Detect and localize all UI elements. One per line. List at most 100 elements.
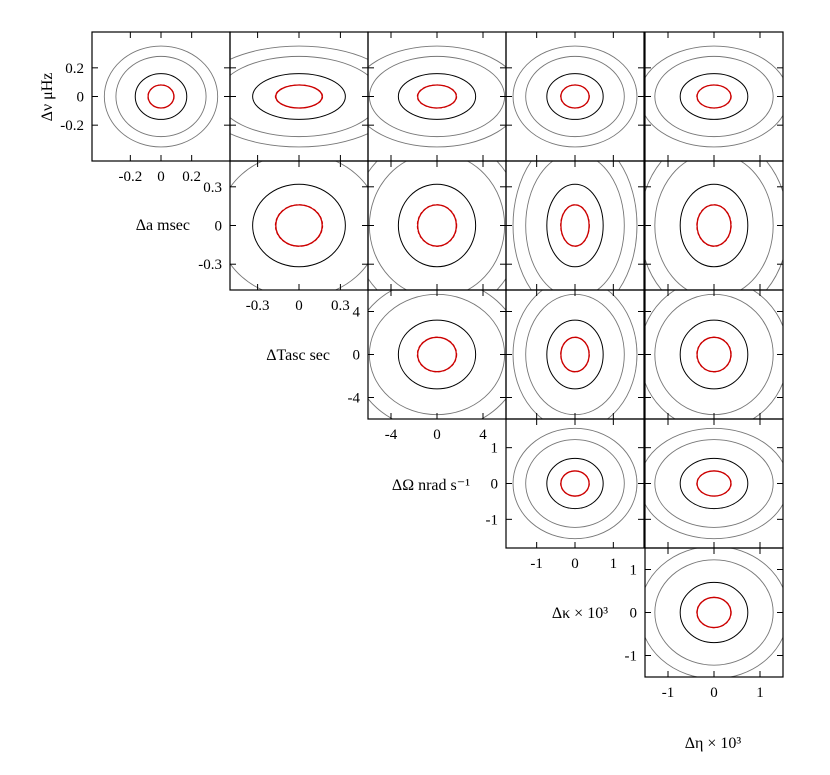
panel-frame	[644, 418, 784, 549]
y-tick-label: 0	[630, 606, 638, 622]
panel-frame	[505, 418, 645, 549]
inner-contour-dashed	[696, 596, 732, 629]
mid-contour	[252, 73, 346, 120]
panel-r0-c1	[229, 31, 369, 162]
outer-contour	[368, 161, 506, 290]
panel-frame	[644, 547, 784, 678]
x-tick-label: 0	[295, 298, 303, 314]
outer-contour	[103, 45, 219, 148]
panel-r0-c4	[644, 31, 784, 162]
x-tick-label: 0.3	[331, 298, 350, 314]
inner-contour-dashed	[696, 470, 732, 497]
panel-frame	[91, 31, 231, 162]
panel-frame	[229, 160, 369, 291]
outer-contour	[230, 55, 368, 138]
x-tick-label: -1	[530, 556, 543, 572]
y-tick-label: 4	[353, 305, 361, 321]
label-dkappa: Δκ × 10³	[552, 605, 608, 622]
inner-contour-dashed	[416, 84, 458, 109]
x-tick-label: 0	[710, 685, 718, 701]
outer-contour	[645, 548, 783, 677]
mid-contour	[134, 73, 188, 120]
outer-contour	[654, 439, 774, 528]
panel-frame	[644, 289, 784, 420]
outer-contour	[525, 439, 625, 528]
outer-contour	[512, 45, 638, 148]
contours	[645, 161, 783, 290]
x-tick-label: 0	[157, 169, 165, 185]
panel-frame	[644, 31, 784, 162]
mid-contour	[546, 319, 604, 390]
outer-contour	[654, 55, 774, 138]
outer-contour	[368, 45, 506, 148]
outer-contour	[654, 559, 774, 666]
mid-contour	[679, 73, 749, 120]
outer-contour	[525, 161, 625, 290]
y-tick-label: -1	[625, 649, 638, 665]
panel-r1-c4	[644, 160, 784, 291]
mid-contour	[397, 183, 477, 268]
panel-frame	[505, 160, 645, 291]
y-tick-label: 0	[77, 90, 85, 106]
xlabel-deta: Δη × 10³	[685, 735, 742, 752]
y-tick-label: 0.3	[203, 180, 222, 196]
inner-contour-dashed	[696, 204, 732, 247]
mid-contour	[679, 581, 749, 644]
contours	[103, 45, 219, 148]
contours	[230, 161, 368, 290]
panel-r0-c3	[505, 31, 645, 162]
panel-r2-c4	[644, 289, 784, 420]
inner-contour-dashed	[696, 336, 732, 373]
outer-contour	[230, 161, 368, 290]
x-tick-label: -4	[385, 427, 398, 443]
contours	[368, 290, 506, 419]
label-da: Δa msec	[136, 217, 190, 234]
inner-contour-dashed	[696, 84, 732, 109]
x-tick-label: -1	[662, 685, 675, 701]
outer-contour	[654, 293, 774, 416]
outer-contour	[645, 427, 783, 540]
ylabel-dnu: Δν μHz	[39, 73, 56, 122]
mid-contour	[546, 73, 604, 120]
panel-frame	[505, 289, 645, 420]
outer-contour	[230, 45, 368, 148]
outer-contour	[512, 161, 638, 290]
inner-contour-solid	[417, 84, 457, 109]
contours	[645, 290, 783, 419]
panel-frame	[505, 31, 645, 162]
panel-frame	[367, 160, 507, 291]
panel-frame	[644, 160, 784, 291]
contours	[645, 548, 783, 677]
y-tick-label: 0	[215, 219, 223, 235]
mid-contour	[679, 183, 749, 268]
outer-contour	[115, 55, 207, 138]
mid-contour	[252, 183, 346, 268]
inner-contour-dashed	[560, 204, 590, 247]
y-tick-label: 1	[630, 563, 638, 579]
x-tick-label: 0.2	[182, 169, 201, 185]
x-tick-label: -0.3	[246, 298, 270, 314]
outer-contour	[645, 45, 783, 148]
contours	[645, 427, 783, 540]
panel-r2-c3	[505, 289, 645, 420]
y-tick-label: 0	[353, 348, 361, 364]
outer-contour	[654, 161, 774, 290]
axis-labels: Δν μHz Δa msec ΔTasc sec ΔΩ nrad s⁻¹ Δκ …	[39, 73, 741, 752]
mid-contour	[546, 457, 604, 510]
inner-contour-solid	[275, 204, 323, 247]
outer-contour	[525, 293, 625, 416]
mid-contour	[679, 457, 749, 510]
inner-contour-dashed	[274, 84, 324, 109]
inner-contour-dashed	[560, 84, 590, 109]
y-tick-label: 1	[491, 441, 499, 457]
outer-contour	[368, 290, 506, 419]
x-tick-label: -0.2	[118, 169, 142, 185]
panel-frame	[367, 289, 507, 420]
panel-r1-c2	[367, 160, 507, 291]
mid-contour	[546, 183, 604, 268]
